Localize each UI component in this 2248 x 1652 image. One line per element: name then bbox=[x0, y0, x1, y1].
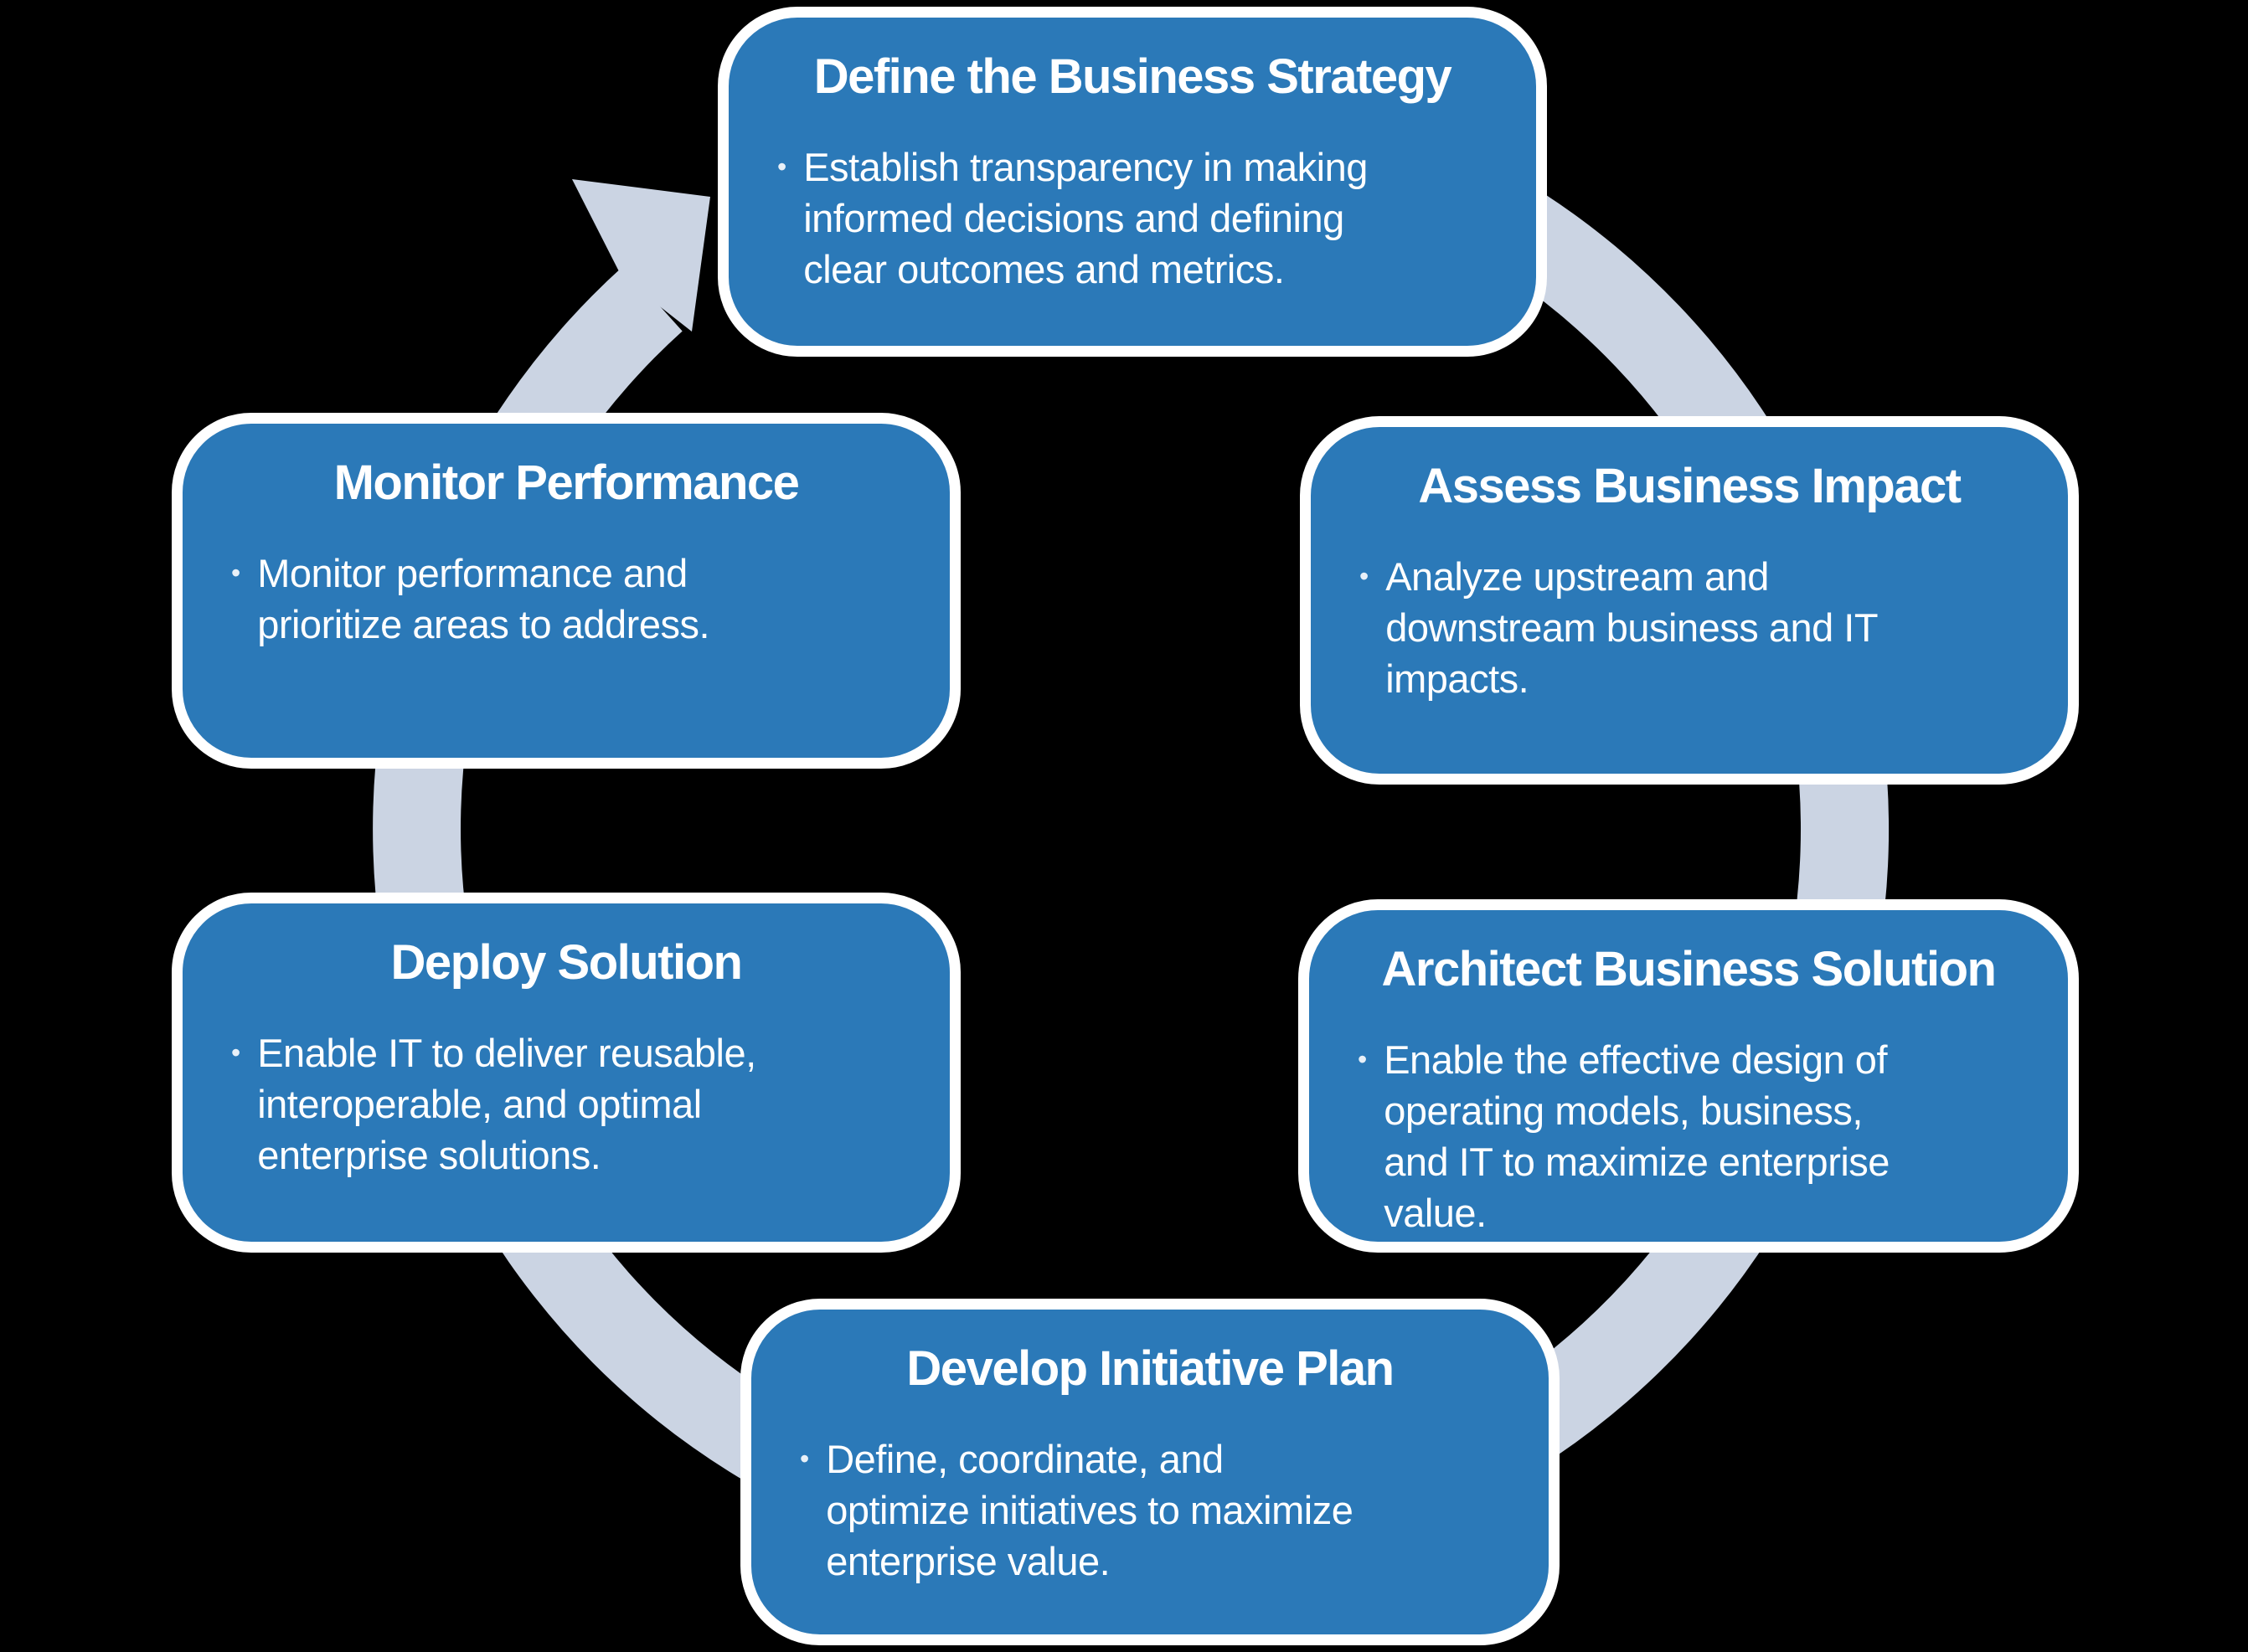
node-bullet-item: • Monitor performance and prioritize are… bbox=[226, 548, 906, 650]
node-bullet-item: • Establish transparency in making infor… bbox=[772, 142, 1493, 295]
bullet-text: Establish transparency in making informe… bbox=[803, 145, 1368, 291]
bullet-icon: • bbox=[777, 152, 787, 182]
node-bullet-item: • Enable the effective design of operati… bbox=[1353, 1034, 2024, 1238]
bullet-text: Enable the effective design of operating… bbox=[1384, 1037, 1890, 1235]
bullet-icon: • bbox=[1358, 1044, 1368, 1074]
node-title: Define the Business Strategy bbox=[813, 49, 1452, 104]
node-monitor-performance: Monitor Performance • Monitor performanc… bbox=[172, 413, 961, 769]
node-define-the-business-strategy: Define the Business Strategy • Establish… bbox=[718, 7, 1547, 357]
cycle-arrowhead-icon bbox=[572, 179, 710, 332]
node-bullet-item: • Define, coordinate, and optimize initi… bbox=[795, 1433, 1505, 1587]
bullet-icon: • bbox=[231, 1037, 241, 1068]
node-title: Monitor Performance bbox=[333, 455, 800, 510]
bullet-icon: • bbox=[800, 1444, 810, 1474]
bullet-text: Define, coordinate, and optimize initiat… bbox=[826, 1437, 1353, 1583]
bullet-text: Monitor performance and prioritize areas… bbox=[257, 551, 710, 646]
bullet-icon: • bbox=[1359, 561, 1369, 591]
node-architect-business-solution: Architect Business Solution • Enable the… bbox=[1298, 899, 2079, 1253]
node-title: Assess Business Impact bbox=[1418, 459, 1962, 513]
node-bullet-item: • Analyze upstream and downstream busine… bbox=[1354, 551, 2024, 704]
node-title: Develop Initiative Plan bbox=[906, 1341, 1395, 1396]
bullet-text: Enable IT to deliver reusable, interoper… bbox=[257, 1031, 756, 1177]
bullet-text: Analyze upstream and downstream business… bbox=[1385, 554, 1879, 701]
node-title: Architect Business Solution bbox=[1381, 942, 1997, 996]
node-title: Deploy Solution bbox=[390, 935, 743, 990]
node-assess-business-impact: Assess Business Impact • Analyze upstrea… bbox=[1300, 416, 2079, 785]
bullet-icon: • bbox=[231, 558, 241, 588]
node-develop-initiative-plan: Develop Initiative Plan • Define, coordi… bbox=[740, 1299, 1560, 1645]
node-deploy-solution: Deploy Solution • Enable IT to deliver r… bbox=[172, 893, 961, 1253]
node-bullet-item: • Enable IT to deliver reusable, interop… bbox=[226, 1027, 906, 1181]
